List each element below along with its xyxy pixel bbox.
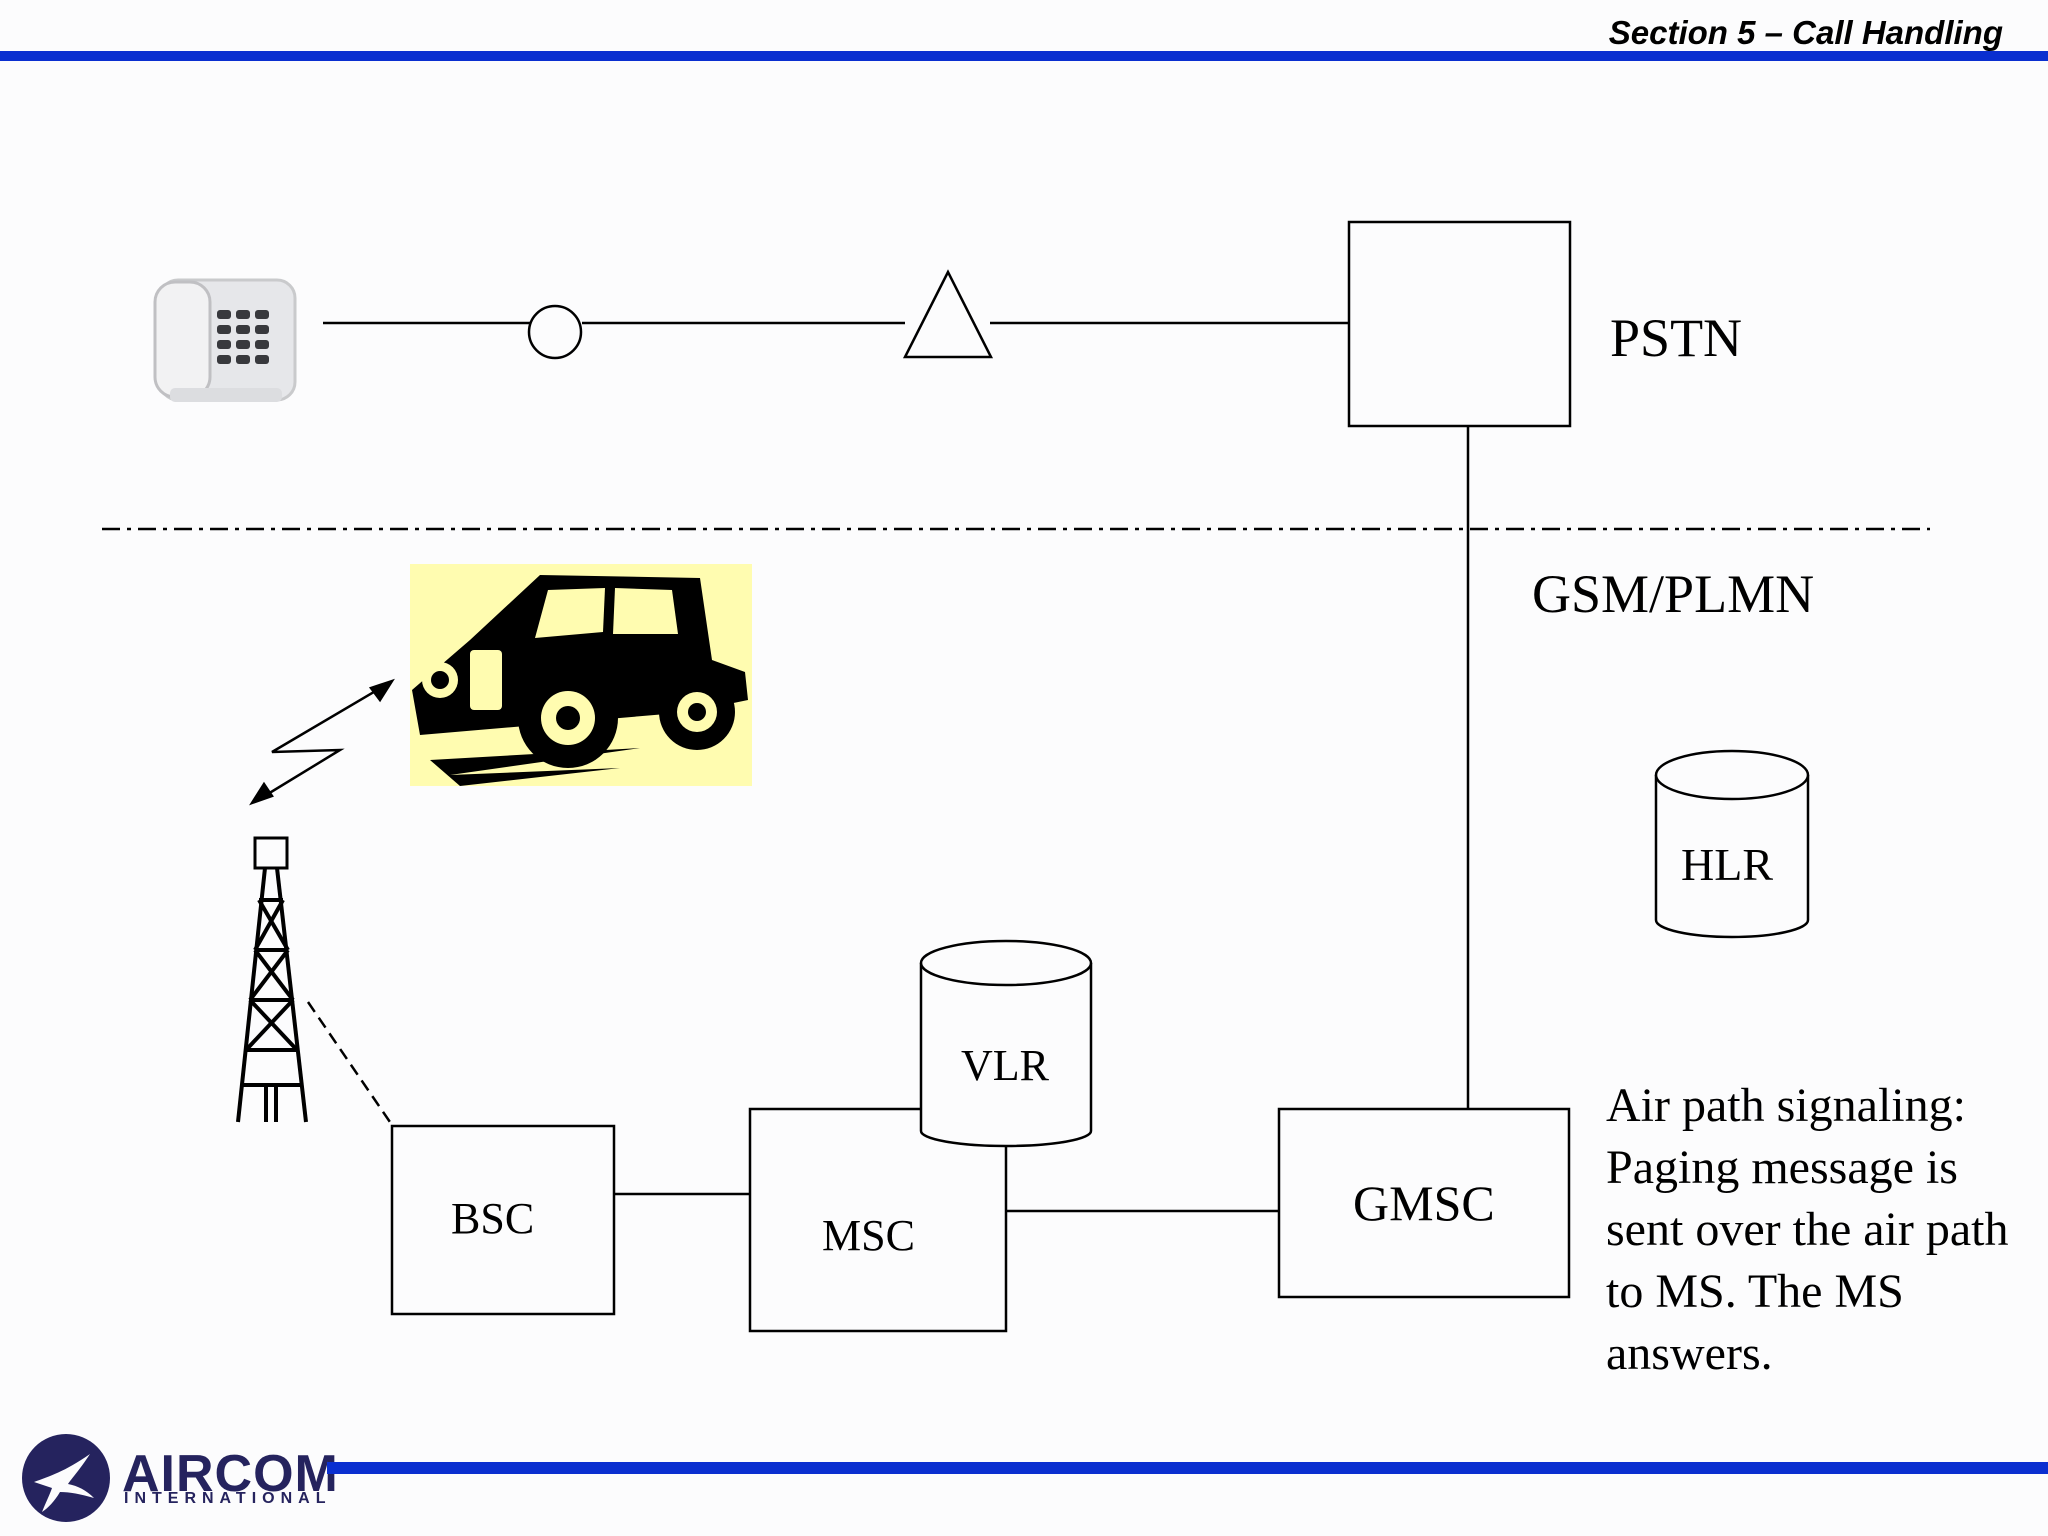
footer-rule <box>327 1462 2048 1474</box>
base-station-tower-icon <box>236 836 308 1123</box>
header-rule <box>0 51 2048 61</box>
pstn-switch-box <box>1347 220 1572 428</box>
vlr-database <box>919 939 1093 1148</box>
vlr-label: VLR <box>961 1041 1050 1090</box>
logo-subtitle: INTERNATIONAL <box>124 1490 332 1507</box>
car-icon <box>410 564 752 786</box>
local-exchange-node <box>527 304 583 360</box>
hlr-label: HLR <box>1681 839 1773 890</box>
bsc-box <box>390 1124 616 1316</box>
aircom-logo-icon <box>22 1434 110 1522</box>
transit-exchange-node <box>902 269 994 359</box>
gmsc-box <box>1277 1107 1571 1299</box>
msc-label: MSC <box>822 1211 915 1260</box>
msc-box <box>748 1107 1008 1333</box>
pstn-label: PSTN <box>1610 308 1742 368</box>
hlr-database <box>1654 749 1810 939</box>
gmsc-label: GMSC <box>1353 1175 1495 1231</box>
telephone-icon <box>153 278 297 402</box>
tower-bsc-link <box>306 1001 394 1126</box>
gsm-plmn-label: GSM/PLMN <box>1532 564 1814 624</box>
logo-name: AIRCOM <box>122 1445 339 1503</box>
bsc-label: BSC <box>451 1194 534 1243</box>
explanation-note: Air path signaling: Paging message is se… <box>1606 1079 2009 1380</box>
radio-link-icon <box>249 678 395 806</box>
section-title: Section 5 – Call Handling <box>1608 14 2003 51</box>
